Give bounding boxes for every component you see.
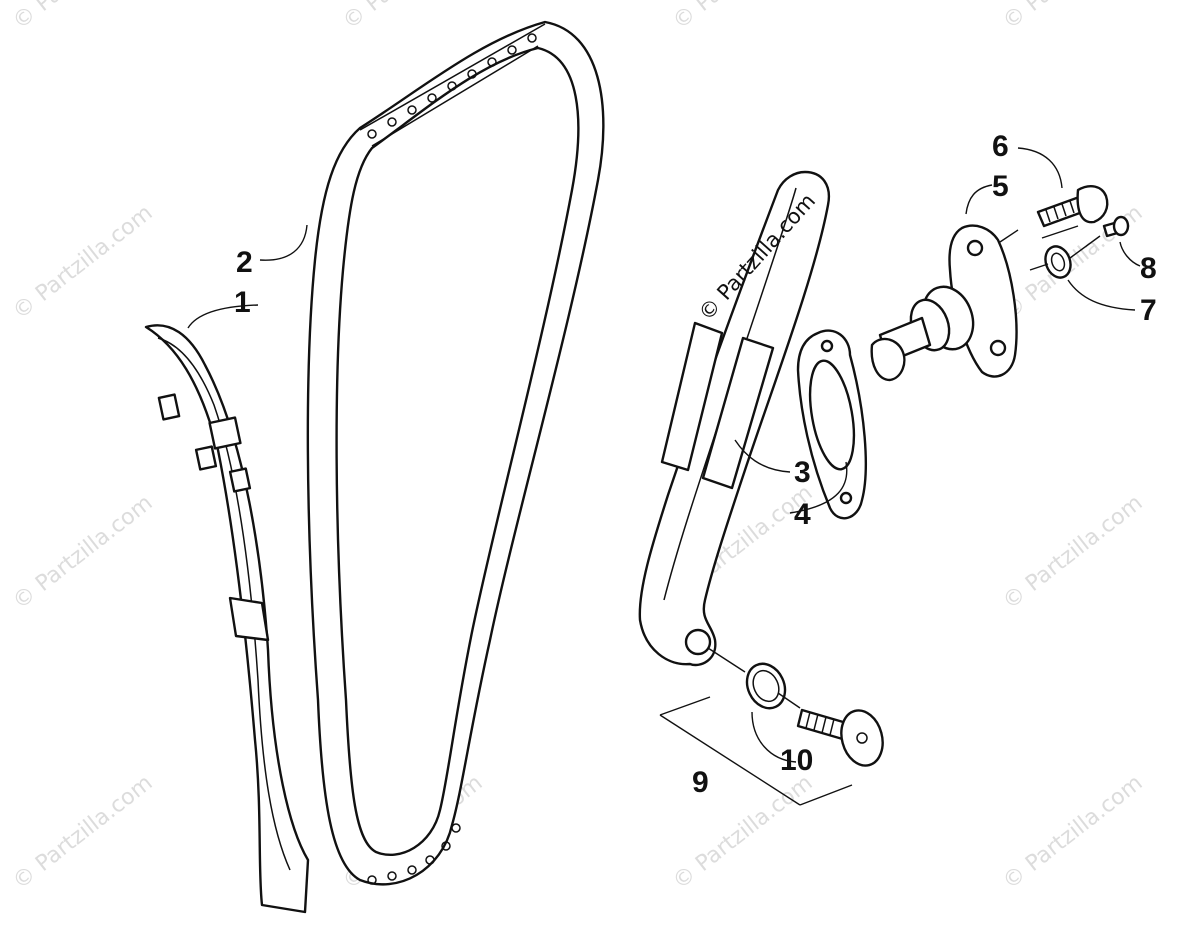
bolt-part-6 <box>1036 184 1109 228</box>
watermark-text: © Partzilla.com <box>998 491 1147 615</box>
callout-4: 4 <box>794 498 811 531</box>
watermark-text: © Partzilla.com <box>8 491 157 615</box>
callout-10: 10 <box>780 744 813 777</box>
pivot-bolt-part-9 <box>796 708 884 767</box>
callout-3: 3 <box>794 456 811 489</box>
chain-guide-part-1 <box>144 324 310 914</box>
watermark-text: © Partzilla.com <box>8 201 157 325</box>
callouts: 1 2 3 4 5 6 7 8 9 10 <box>234 130 1157 799</box>
watermark-text: © Partzilla.com <box>998 0 1147 35</box>
callout-5: 5 <box>992 170 1009 203</box>
chain-links-top <box>359 23 546 147</box>
callout-7: 7 <box>1140 294 1157 327</box>
watermark-text: © Partzilla.com <box>8 771 157 895</box>
o-ring-part-10 <box>745 662 787 710</box>
washer-part-7 <box>1044 245 1072 279</box>
callout-6: 6 <box>992 130 1009 163</box>
callout-9: 9 <box>692 766 709 799</box>
callout-1: 1 <box>234 286 251 319</box>
leader-lines <box>187 147 1141 806</box>
chain-tensioner-part-5 <box>870 224 1018 382</box>
watermark-text: © Partzilla.com <box>8 0 157 35</box>
gasket-part-4 <box>796 329 867 520</box>
cam-chain-part-2 <box>306 20 605 886</box>
watermark-text: © Partzilla.com <box>338 0 487 35</box>
tensioner-guide-part-3 <box>638 170 831 667</box>
watermark-text: © Partzilla.com <box>668 0 817 35</box>
callout-2: 2 <box>236 246 253 279</box>
small-bolt-part-8 <box>1102 215 1130 238</box>
callout-8: 8 <box>1140 252 1157 285</box>
chain-links-bottom <box>367 823 461 885</box>
watermark-text: © Partzilla.com <box>998 771 1147 895</box>
watermark-text: © Partzilla.com <box>668 771 817 895</box>
